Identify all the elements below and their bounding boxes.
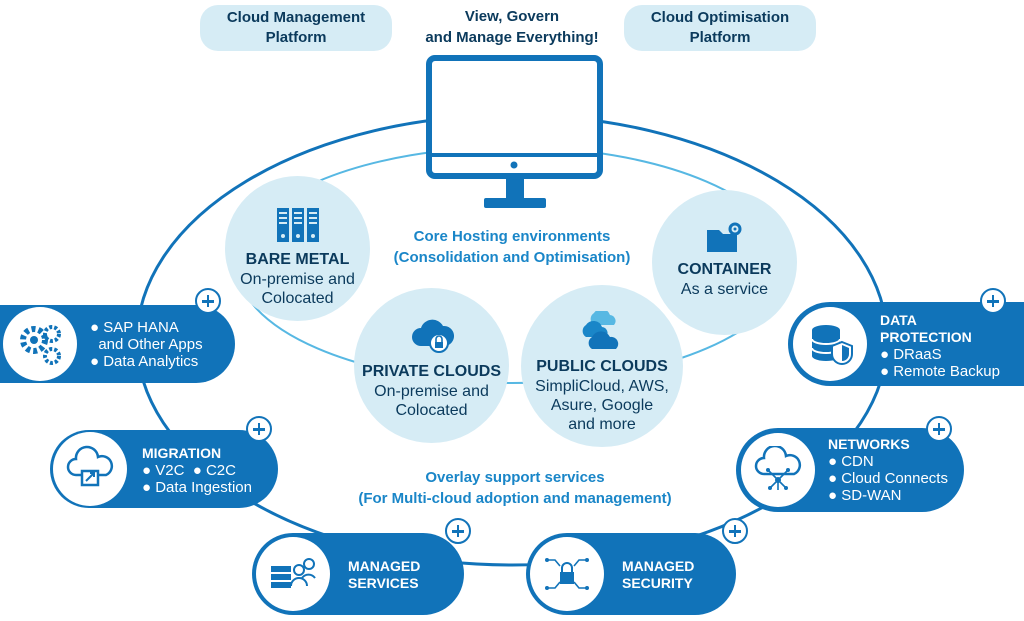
container-title: CONTAINER <box>677 261 772 278</box>
cloud-optimisation-platform-pill: Cloud Optimisation Platform <box>624 5 816 51</box>
public-clouds-icon <box>582 311 619 349</box>
migration-badge: MIGRATION ● V2C ● C2C ● Data Ingestion <box>50 430 278 508</box>
public-clouds-title: PUBLIC CLOUDS <box>536 358 668 375</box>
private-clouds-circle: PRIVATE CLOUDS On-premise and Colocated <box>354 288 509 443</box>
managed-services-expand-button[interactable] <box>445 518 471 544</box>
managed-services-icon <box>271 558 316 588</box>
cloud-network-icon <box>754 446 802 490</box>
overlay-support-label: Overlay support services (For Multi-clou… <box>358 469 672 507</box>
bare-metal-sub2: Colocated <box>261 290 334 307</box>
migration-expand-button[interactable] <box>246 416 272 442</box>
bare-metal-title: BARE METAL <box>245 251 350 268</box>
public-clouds-circle: PUBLIC CLOUDS SimpliCloud, AWS, Asure, G… <box>521 285 683 447</box>
managed-services-badge: MANAGED SERVICES <box>252 533 464 615</box>
headline: View, Govern and Manage Everything! <box>425 8 599 46</box>
sap-expand-button[interactable] <box>195 288 221 314</box>
data-protection-badge: DATA PROTECTION ● DRaaS ● Remote Backup <box>788 302 1024 386</box>
security-circuit-icon <box>545 558 589 590</box>
folder-gear-icon <box>706 222 741 252</box>
public-clouds-sub1: SimpliCloud, AWS, <box>535 378 669 395</box>
networks-badge: NETWORKS ● CDN ● Cloud Connects ● SD-WAN <box>736 428 964 512</box>
server-rack-icon <box>276 208 319 242</box>
managed-security-badge: MANAGED SECURITY <box>526 533 736 615</box>
private-clouds-sub2: Colocated <box>395 402 468 419</box>
managed-security-expand-button[interactable] <box>722 518 748 544</box>
core-hosting-label: Core Hosting environments (Consolidation… <box>393 228 631 266</box>
container-sub: As a service <box>680 281 769 298</box>
data-protection-expand-button[interactable] <box>980 288 1006 314</box>
bare-metal-circle: BARE METAL On-premise and Colocated <box>225 176 370 321</box>
networks-expand-button[interactable] <box>926 416 952 442</box>
bare-metal-sub1: On-premise and <box>240 271 355 288</box>
cloud-management-platform-pill: Cloud Management Platform <box>200 5 392 51</box>
private-cloud-lock-icon <box>411 319 454 353</box>
public-clouds-sub3: and more <box>568 416 636 433</box>
private-clouds-title: PRIVATE CLOUDS <box>362 363 501 380</box>
gears-icon <box>20 325 61 365</box>
sap-badge: ● SAP HANA and Other Apps ● Data Analyti… <box>0 305 235 383</box>
container-circle: CONTAINER As a service <box>652 190 797 335</box>
database-shield-icon <box>811 325 853 366</box>
private-clouds-sub1: On-premise and <box>374 383 489 400</box>
public-clouds-sub2: Asure, Google <box>550 397 654 414</box>
cloud-migration-icon <box>66 445 114 487</box>
monitor-icon <box>426 55 603 208</box>
